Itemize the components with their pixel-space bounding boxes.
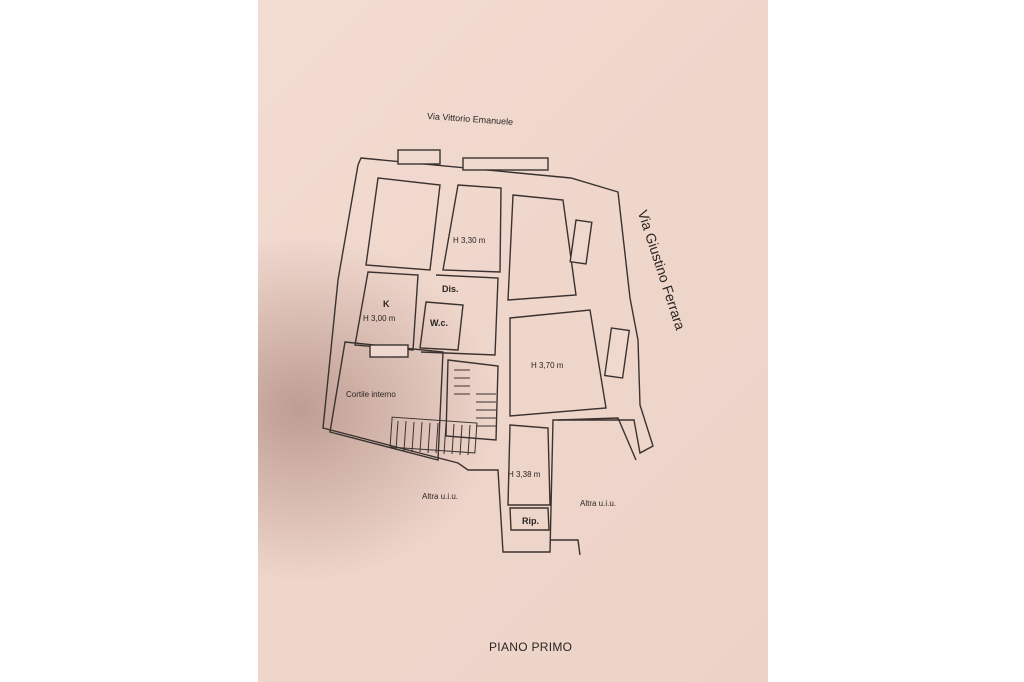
- page-heading: PIANO PRIMO: [489, 640, 573, 654]
- rip-wall: [509, 507, 550, 531]
- stair-tread: [476, 393, 496, 427]
- lower-room-wall: [507, 424, 551, 506]
- courtyard-wall: [329, 341, 444, 461]
- other-unit-left-label: Altra u.i.u.: [422, 492, 459, 501]
- boundary-line: [550, 539, 581, 556]
- stair-wall: [445, 359, 499, 441]
- room-b-wall: [442, 184, 502, 273]
- stair-tread: [454, 369, 470, 395]
- wc-label: W.c.: [430, 318, 449, 328]
- balcony: [397, 149, 441, 165]
- other-unit-right-label: Altra u.i.u.: [580, 499, 617, 508]
- kitchen-wall: [354, 271, 419, 351]
- stair-tread: [395, 420, 471, 456]
- balcony: [462, 157, 549, 171]
- room-a-wall: [365, 177, 441, 271]
- balcony: [369, 344, 409, 358]
- paper-sheet: Via Vittorio Emanuele Via Giustino Ferra…: [258, 0, 768, 682]
- stair-treads: [389, 416, 478, 454]
- rip-label: Rip.: [522, 516, 539, 526]
- room-c-wall: [507, 194, 577, 301]
- large-room-wall: [509, 309, 607, 417]
- room-height-label-c: H 3,38 m: [508, 470, 541, 479]
- room-height-label: H 3,30 m: [453, 236, 486, 245]
- kitchen-height-label: H 3,00 m: [363, 314, 396, 323]
- outer-wall: [322, 157, 654, 553]
- balcony: [569, 219, 593, 265]
- floor-plan: [322, 149, 654, 556]
- dis-wall: [420, 274, 499, 356]
- balcony: [603, 327, 631, 379]
- wc-wall: [419, 301, 464, 351]
- courtyard-label: Cortile interno: [346, 390, 396, 399]
- kitchen-label: K: [383, 299, 390, 309]
- dis-label: Dis.: [442, 284, 459, 294]
- boundary-line: [557, 417, 637, 461]
- room-height-label-b: H 3,70 m: [531, 361, 564, 370]
